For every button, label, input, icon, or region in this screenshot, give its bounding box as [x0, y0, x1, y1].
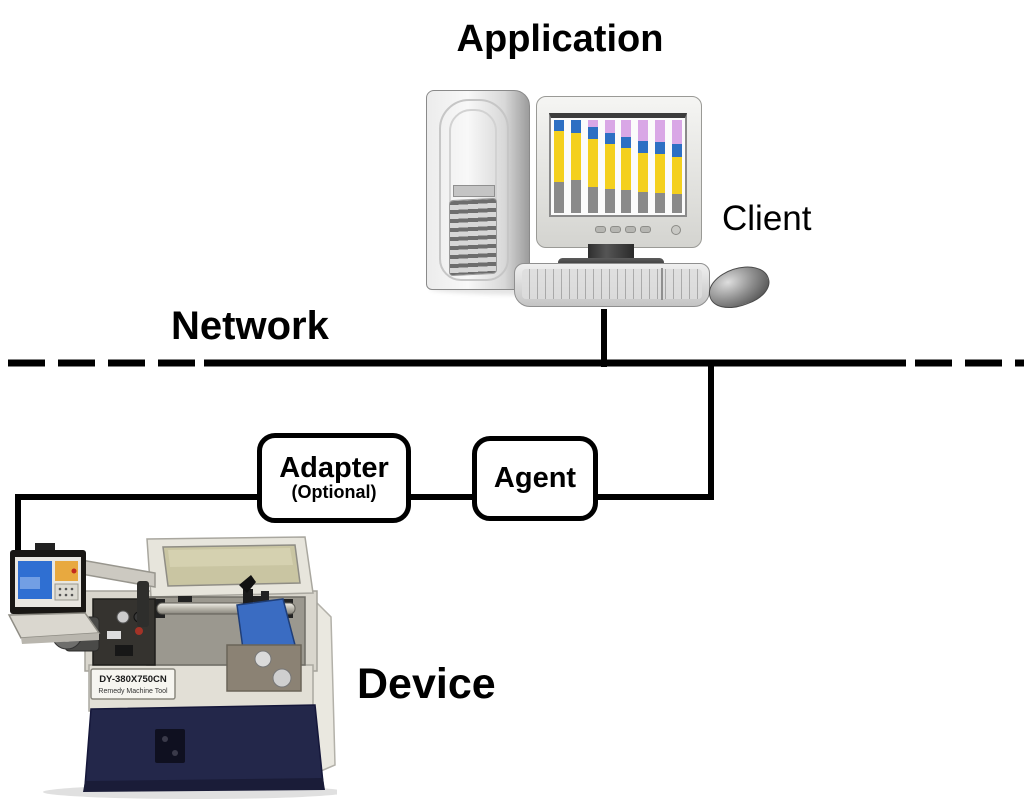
tower-drive-bay — [453, 185, 495, 197]
agent-node: Agent — [472, 436, 598, 521]
nameplate-maker: Remedy Machine Tool — [98, 688, 168, 695]
machine-knob-panel — [226, 644, 302, 692]
device-label: Device — [357, 660, 496, 708]
adapter-node: Adapter (Optional) — [257, 433, 411, 523]
keyboard-numpad-divider — [661, 268, 663, 300]
adapter-to-device-line — [15, 494, 260, 550]
screen-bar — [604, 120, 615, 213]
machine-lid — [146, 536, 314, 598]
tower-vent-grille — [449, 197, 497, 277]
machine-nameplate: DY-380X750CN Remedy Machine Tool — [90, 668, 176, 700]
keyboard-keys — [522, 269, 702, 299]
monitor-screen — [549, 113, 687, 217]
device-illustration: DY-380X750CN Remedy Machine Tool — [7, 536, 337, 799]
monitor-stand-base — [558, 258, 664, 267]
monitor — [536, 96, 702, 248]
monitor-button — [595, 226, 606, 233]
client-label: Client — [722, 199, 812, 238]
screen-bar — [621, 120, 632, 213]
monitor-button — [610, 226, 621, 233]
screen-bar — [655, 120, 666, 213]
network-label: Network — [171, 304, 329, 348]
keyboard — [514, 263, 710, 307]
screen-bar — [554, 120, 564, 213]
screen-bar — [671, 120, 682, 213]
adapter-node-label: Adapter — [279, 451, 389, 484]
screen-bar — [587, 120, 598, 213]
screen-bar — [638, 120, 649, 213]
network-to-agent-line — [596, 360, 714, 500]
monitor-button — [625, 226, 636, 233]
agent-node-label: Agent — [493, 462, 577, 495]
application-label: Application — [456, 18, 664, 60]
adapter-node-sublabel: (Optional) — [291, 482, 377, 503]
nameplate-model: DY-380X750CN — [99, 674, 167, 685]
monitor-buttons — [595, 226, 651, 233]
screen-bar — [570, 120, 581, 213]
monitor-screen-bars — [554, 120, 682, 213]
machine-control-panel — [7, 543, 101, 644]
monitor-button — [640, 226, 651, 233]
desktop-tower — [426, 90, 530, 290]
monitor-power-button — [671, 225, 681, 235]
machine-tool-carrier — [236, 575, 296, 650]
machine-base — [83, 704, 325, 792]
